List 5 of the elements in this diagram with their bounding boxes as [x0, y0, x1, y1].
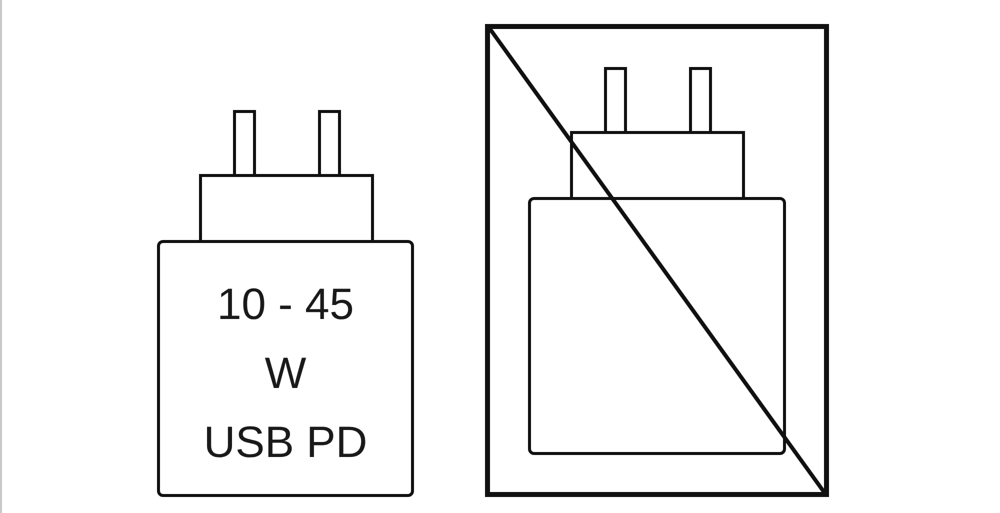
spec-text: 10 - 45	[217, 283, 354, 327]
charger-body	[528, 197, 786, 455]
spec-text: USB PD	[204, 421, 368, 465]
spec-text: W	[264, 352, 306, 396]
charger-body	[157, 240, 414, 497]
